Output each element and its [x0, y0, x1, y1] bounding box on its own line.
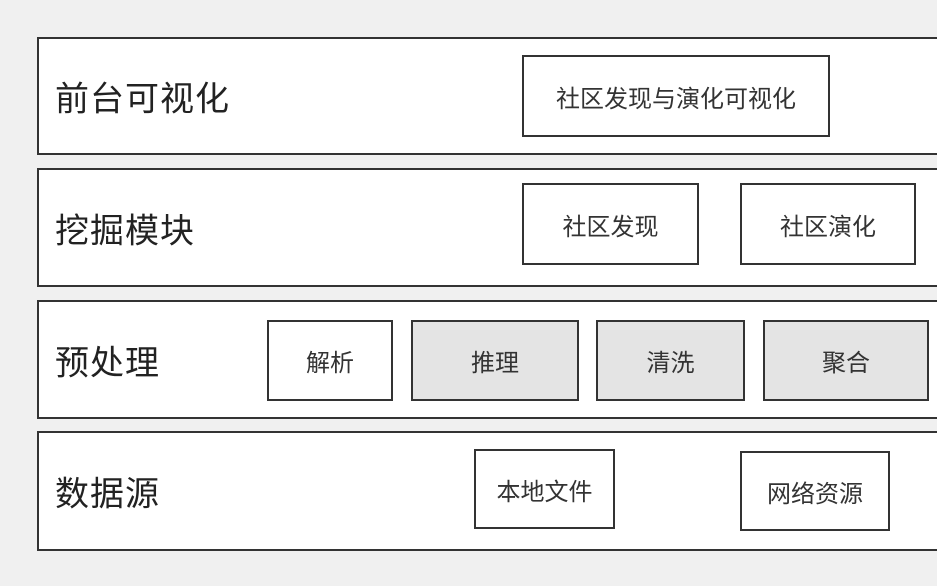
box-community-evolution: 社区演化 — [740, 183, 916, 265]
layer-frontend-visualization: 前台可视化 社区发现与演化可视化 — [37, 37, 937, 155]
box-community-discovery-evolution-visualization: 社区发现与演化可视化 — [522, 55, 830, 137]
layer-data-source: 数据源 本地文件 网络资源 — [37, 431, 937, 551]
box-network-resources: 网络资源 — [740, 451, 890, 531]
box-reasoning: 推理 — [411, 320, 579, 401]
box-cleaning: 清洗 — [596, 320, 745, 401]
layer-title-preprocessing: 预处理 — [55, 343, 160, 383]
box-local-files: 本地文件 — [474, 449, 615, 529]
box-aggregation: 聚合 — [763, 320, 929, 401]
box-community-discovery: 社区发现 — [522, 183, 699, 265]
layer-title-frontend: 前台可视化 — [55, 79, 230, 120]
layer-title-data-source: 数据源 — [55, 474, 160, 515]
box-parse: 解析 — [267, 320, 393, 401]
layer-mining-module: 挖掘模块 社区发现 社区演化 — [37, 168, 937, 287]
layer-preprocessing: 预处理 解析 推理 清洗 聚合 — [37, 300, 937, 419]
layer-title-mining: 挖掘模块 — [55, 211, 195, 251]
